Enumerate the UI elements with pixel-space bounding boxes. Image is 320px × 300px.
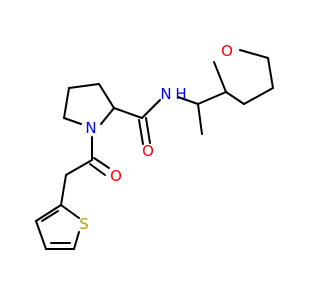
bond [63,87,70,119]
double-bond [138,119,144,145]
oxygen-atom-label: O [110,167,122,185]
double-bond [89,163,106,176]
molecule-structure-diagram: O N H O N O S [35,42,274,250]
bond [65,159,93,176]
thiophene-ring [35,174,80,250]
pyrrolidine-ring [63,83,115,125]
bond [239,49,269,59]
double-bond [41,210,59,222]
bond [73,231,80,250]
hydrogen-atom-label: H [175,85,186,103]
bond [197,91,227,105]
bond [225,91,245,105]
bond [267,57,274,89]
ethyl-linker [177,91,227,135]
double-bond [145,117,151,144]
nitrogen-atom-label: N [160,85,171,103]
bond [243,87,274,105]
bond [60,204,80,219]
amide-group [113,99,161,145]
bond [98,83,115,109]
bond [35,204,62,222]
bond [63,117,82,125]
bond [100,107,115,125]
bond [35,220,47,250]
oxygen-atom-label: O [142,142,154,160]
bond [197,103,203,135]
bond [60,174,67,206]
acyl-group [65,136,110,176]
bond [141,99,161,119]
bond [177,96,199,105]
tetrahydrofuran-ring [213,49,274,105]
sulfur-atom-label: S [79,215,89,233]
bond [68,83,100,89]
nitrogen-atom-label: N [85,119,96,137]
atom-labels: O N H O N O S [79,42,233,233]
bond [213,61,227,93]
bond [113,107,143,119]
double-bond [93,157,110,169]
oxygen-atom-label: O [221,42,233,60]
